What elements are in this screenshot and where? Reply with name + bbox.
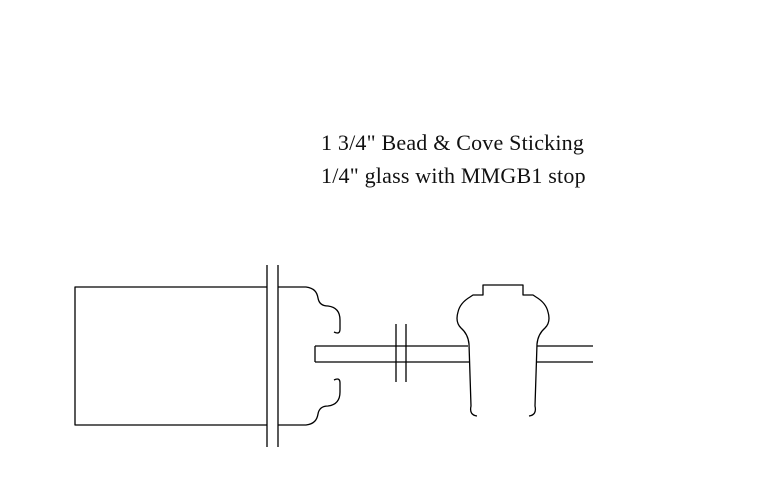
glass-break-mark (395, 324, 407, 382)
rail-section (74, 286, 267, 426)
sticking-profile-upper (278, 286, 341, 334)
glass-panel-lines (314, 345, 593, 363)
annotation-line-1: 1 3/4" Bead & Cove Sticking (321, 130, 585, 155)
annotation-line-2: 1/4" glass with MMGB1 stop (321, 163, 586, 188)
sticking-profile-lower (278, 378, 341, 426)
joint-parting-lines (266, 265, 279, 447)
annotation: 1 3/4" Bead & Cove Sticking 1/4" glass w… (321, 126, 586, 192)
linework-group (74, 265, 593, 447)
glazing-stop-profile (456, 284, 550, 417)
